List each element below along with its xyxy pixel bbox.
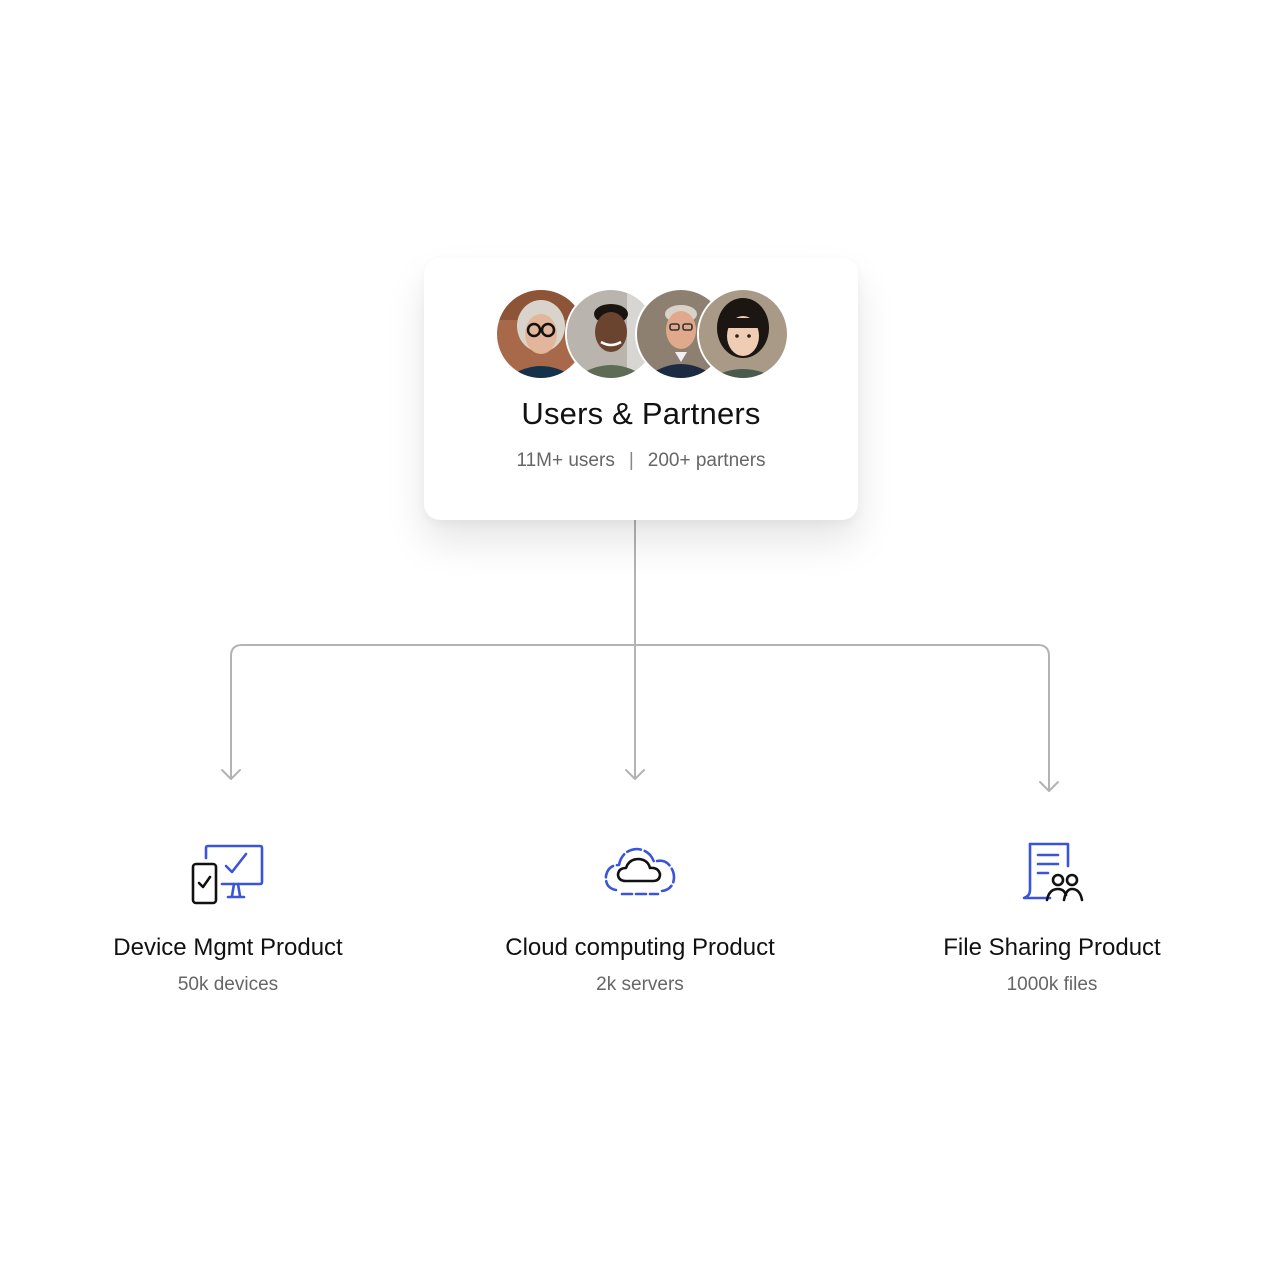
- file-sharing-icon: [1022, 842, 1084, 902]
- users-partners-card: Users & Partners 11M+ users | 200+ partner…: [424, 258, 858, 520]
- stat-separator: |: [628, 450, 634, 471]
- product-metric: 2k servers: [596, 974, 684, 995]
- avatar-young-woman: [697, 288, 789, 380]
- product-cloud-computing: Cloud computing Product 2k servers: [450, 840, 830, 996]
- arrowhead-right: [1039, 781, 1059, 792]
- card-stats: 11M+ users | 200+ partners: [424, 450, 858, 472]
- product-name: File Sharing Product: [943, 934, 1161, 961]
- cloud-icon: [604, 847, 676, 896]
- product-metric: 1000k files: [1006, 974, 1098, 995]
- product-device-mgmt: Device Mgmt Product 50k devices: [38, 840, 418, 996]
- product-file-sharing: File Sharing Product 1000k files: [862, 840, 1242, 996]
- arrowhead-left: [221, 769, 241, 780]
- product-metric: 50k devices: [177, 974, 279, 995]
- device-management-icon: [191, 844, 264, 905]
- connector-horizontal: [230, 644, 1050, 791]
- arrowhead-center: [625, 769, 645, 780]
- avatar-group: [495, 288, 789, 380]
- users-stat: 11M+ users: [516, 450, 615, 471]
- partners-stat: 200+ partners: [647, 450, 766, 471]
- card-title: Users & Partners: [521, 396, 761, 431]
- product-name: Device Mgmt Product: [113, 934, 343, 961]
- product-name: Cloud computing Product: [505, 934, 775, 961]
